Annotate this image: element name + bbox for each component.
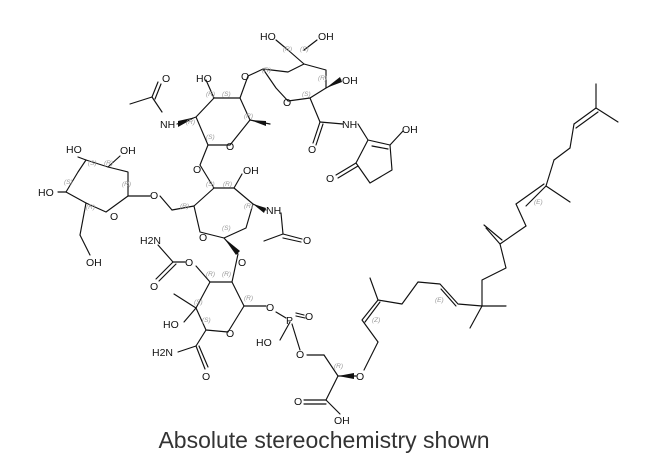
label-o-link4: O xyxy=(150,190,158,202)
svg-text:(S): (S) xyxy=(300,46,309,53)
svg-text:(S): (S) xyxy=(88,160,97,167)
label-enol-oh: OH xyxy=(402,124,418,136)
bond-lines xyxy=(57,39,619,415)
label-nh-c: NH xyxy=(266,205,281,217)
label-amide-o: O xyxy=(308,144,316,156)
label-p-oh: HO xyxy=(256,337,272,349)
label-gal-ho1: HO xyxy=(66,144,82,156)
label-ring-b-o: O xyxy=(226,141,234,153)
svg-text:(E): (E) xyxy=(534,199,543,206)
svg-text:(R): (R) xyxy=(206,91,215,98)
label-ho-a: HO xyxy=(196,73,212,85)
caption: Absolute stereochemistry shown xyxy=(158,427,490,453)
label-ho-d: HO xyxy=(163,319,179,331)
svg-text:(S): (S) xyxy=(194,299,203,306)
label-amide2-o: O xyxy=(202,371,210,383)
svg-text:(Z): (Z) xyxy=(372,317,380,324)
svg-text:(R): (R) xyxy=(186,119,195,126)
label-ether-o: O xyxy=(356,371,364,383)
label-acetyl-o-1: O xyxy=(162,73,170,85)
label-ketone-o: O xyxy=(326,173,334,185)
svg-text:(R): (R) xyxy=(244,203,253,210)
svg-text:(E): (E) xyxy=(435,297,444,304)
label-gal-o: O xyxy=(110,211,118,223)
svg-text:(R): (R) xyxy=(223,181,232,188)
label-p-o1: O xyxy=(266,302,274,314)
label-o-link1: O xyxy=(241,71,249,83)
svg-text:(R): (R) xyxy=(262,67,271,74)
atom-labels: HO OH OH O O NH O OH O HO O NH O O OH NH… xyxy=(38,31,418,427)
stereo-wedges xyxy=(178,77,354,379)
label-carbamate-co: O xyxy=(150,281,158,293)
svg-text:(S): (S) xyxy=(222,91,231,98)
label-h2n-1: H2N xyxy=(140,235,161,247)
svg-text:(R): (R) xyxy=(104,160,113,167)
svg-text:(R): (R) xyxy=(206,271,215,278)
svg-text:(R): (R) xyxy=(180,203,189,210)
label-acetyl-o-2: O xyxy=(303,235,311,247)
svg-text:(R): (R) xyxy=(122,181,131,188)
svg-text:(S): (S) xyxy=(206,134,215,141)
label-ring-c-o: O xyxy=(199,232,207,244)
label-o-link2: O xyxy=(193,164,201,176)
label-p-o-double: O xyxy=(305,311,313,323)
label-acid-oh: OH xyxy=(334,415,350,427)
label-c-oh: OH xyxy=(243,165,259,177)
stereo-labels: (R) (S) (R) (R) (S) (R) (S) (R) (R) (S) … xyxy=(64,46,543,370)
label-carbamate-o: O xyxy=(185,257,193,269)
svg-text:(S): (S) xyxy=(206,181,215,188)
label-ring-d-o: O xyxy=(226,328,234,340)
label-top-ho: HO xyxy=(260,31,276,43)
label-ring-a-o: O xyxy=(283,97,291,109)
svg-text:(R): (R) xyxy=(283,46,292,53)
svg-text:(R): (R) xyxy=(86,204,95,211)
svg-text:(R): (R) xyxy=(244,113,253,120)
label-gal-oh3: OH xyxy=(86,257,102,269)
label-phosphorus: P xyxy=(286,315,293,327)
svg-text:(R): (R) xyxy=(318,75,327,82)
label-top-oh: OH xyxy=(318,31,334,43)
label-nh-b: NH xyxy=(160,119,175,131)
label-acid-o: O xyxy=(294,396,302,408)
svg-text:(S): (S) xyxy=(202,317,211,324)
svg-text:(R): (R) xyxy=(244,295,253,302)
svg-text:(R): (R) xyxy=(222,271,231,278)
svg-text:(S): (S) xyxy=(302,91,311,98)
label-nh-amide: NH xyxy=(342,119,357,131)
label-o-link3: O xyxy=(238,257,246,269)
svg-text:(S): (S) xyxy=(64,179,73,186)
svg-text:(R): (R) xyxy=(334,363,343,370)
label-top-oh2: OH xyxy=(342,75,358,87)
label-gal-ho2: HO xyxy=(38,187,54,199)
label-gal-oh1: OH xyxy=(120,145,136,157)
label-h2n-2: H2N xyxy=(152,347,173,359)
svg-text:(S): (S) xyxy=(222,225,231,232)
label-p-o2: O xyxy=(296,349,304,361)
